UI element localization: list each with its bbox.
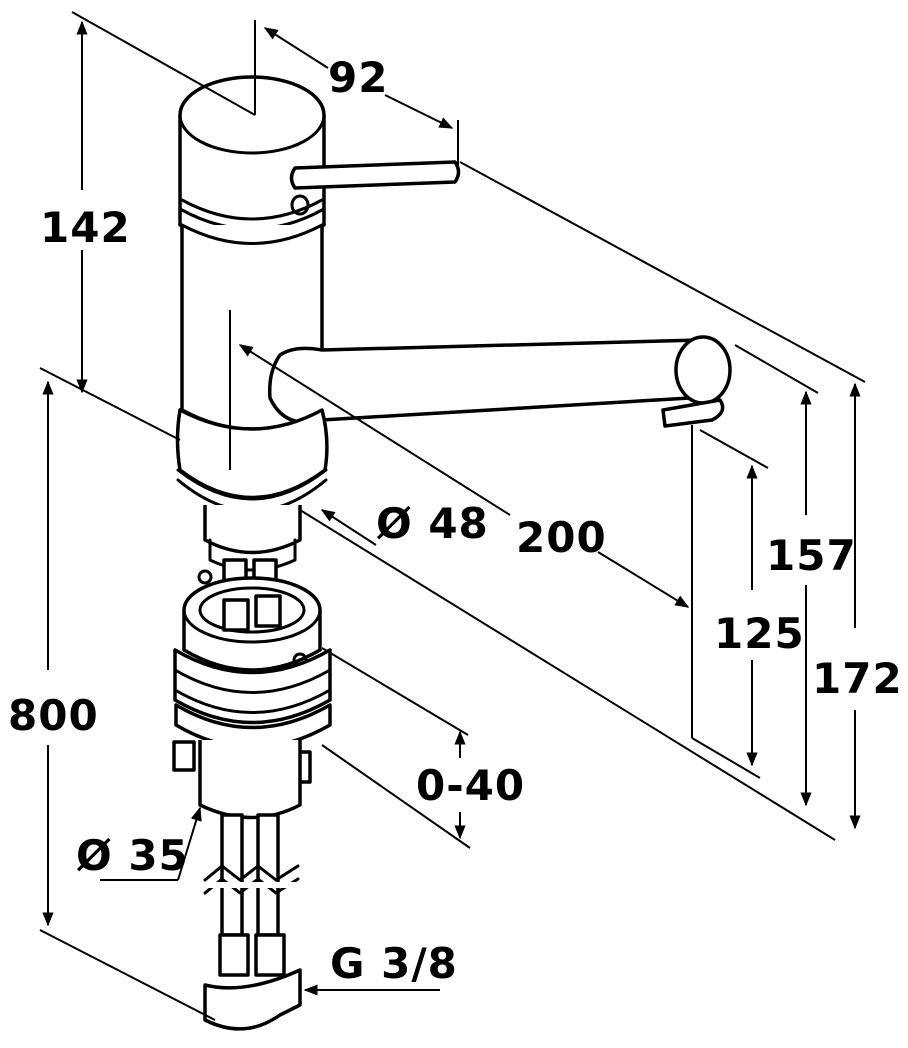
dim-200: 200	[516, 513, 607, 562]
dim-diameter-48: Ø 48	[376, 499, 489, 548]
mounting-hardware	[172, 558, 332, 1031]
dim-172: 172	[812, 654, 903, 703]
dim-92: 92	[328, 53, 388, 102]
dim-0-40: 0-40	[416, 761, 525, 810]
faucet-body	[175, 75, 732, 572]
dim-142: 142	[40, 203, 131, 252]
dim-125: 125	[714, 609, 805, 658]
dim-diameter-35: Ø 35	[76, 831, 189, 880]
dimension-labels: 92 142 800 Ø 48 200 157 125 172 0-40 Ø 3…	[8, 53, 903, 988]
dimension-lines	[39, 11, 866, 1021]
dim-g-3-8: G 3/8	[330, 939, 458, 988]
dim-800: 800	[8, 691, 99, 740]
dim-157: 157	[766, 531, 857, 580]
